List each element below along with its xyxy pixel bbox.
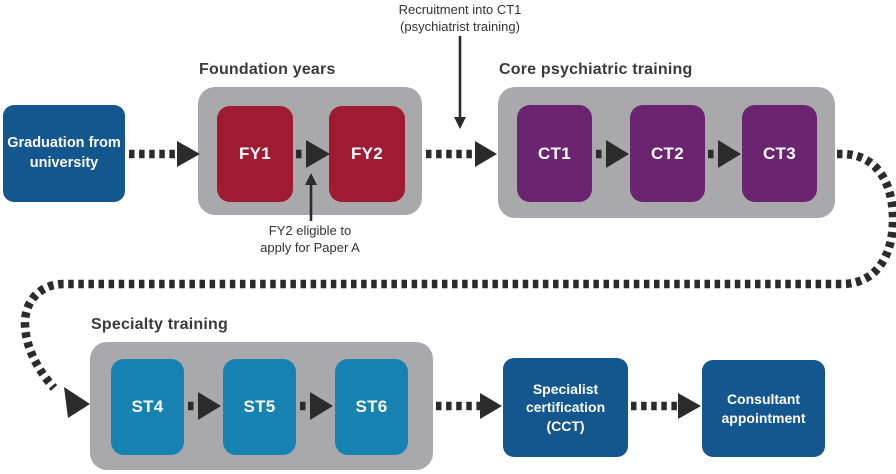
arrow-foundation-to-core	[426, 141, 497, 167]
group-core-psychiatric-training: CT1 CT2 CT3	[498, 87, 835, 218]
arrowhead-icon	[454, 117, 466, 129]
stage-st4: ST4	[111, 359, 184, 455]
group-title-foundation-years: Foundation years	[199, 61, 336, 78]
arrow-specialty-to-cct	[436, 393, 502, 419]
arrow-cct-to-consultant	[631, 393, 701, 419]
stage-fy1: FY1	[217, 106, 293, 202]
node-consultant-appointment: Consultant appointment	[702, 360, 825, 457]
arrowhead-icon	[64, 387, 90, 418]
stage-st6: ST6	[335, 359, 408, 455]
annotation-paper-a-line2: apply for Paper A	[260, 239, 360, 255]
annotation-recruitment-line1: Recruitment into CT1	[398, 2, 522, 17]
annotation-recruitment-line2: (psychiatrist training)	[400, 18, 520, 34]
group-title-specialty-training: Specialty training	[91, 316, 228, 333]
group-title-core-psychiatric-training: Core psychiatric training	[499, 61, 693, 78]
stage-ct2: CT2	[630, 105, 705, 202]
group-foundation-years: FY1 FY2	[198, 87, 422, 215]
annotation-paper-a-line1: FY2 eligible to	[268, 223, 352, 238]
arrowhead-icon	[480, 393, 502, 419]
stage-st5: ST5	[223, 359, 296, 455]
recruitment-pointer-arrow	[454, 36, 466, 129]
stage-ct1: CT1	[517, 105, 592, 202]
annotation-recruitment-into-ct1: Recruitment into CT1 (psychiatrist train…	[350, 2, 570, 36]
arrow-graduation-to-foundation	[129, 141, 200, 167]
arrowhead-icon	[678, 393, 701, 419]
arrowhead-icon	[475, 141, 497, 167]
annotation-fy2-paper-a: FY2 eligible to apply for Paper A	[225, 223, 395, 257]
arrowhead-icon	[177, 141, 200, 167]
node-specialist-certification: Specialist certification (CCT)	[503, 358, 628, 457]
node-graduation: Graduation from university	[3, 105, 125, 202]
stage-ct3: CT3	[742, 105, 817, 202]
stage-fy2: FY2	[329, 106, 405, 202]
group-specialty-training: ST4 ST5 ST6	[90, 342, 433, 470]
